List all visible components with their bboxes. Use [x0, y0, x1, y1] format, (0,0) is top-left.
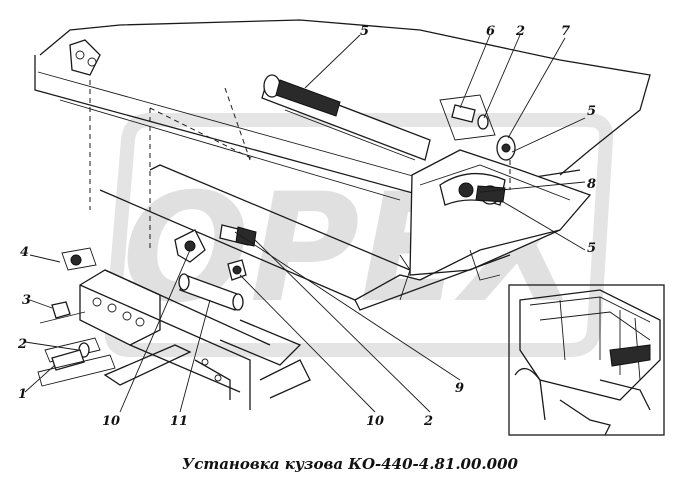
- hinge-shaft-top: [261, 74, 431, 161]
- fasteners-right: [439, 94, 516, 161]
- figure-caption: Установка кузова КО-440-4.81.00.000: [182, 455, 518, 473]
- callout-6: 6: [486, 24, 495, 39]
- body-floor: [99, 164, 511, 311]
- callout-9: 9: [455, 381, 464, 396]
- callout-2-bottom: 2: [423, 414, 433, 429]
- callout-5-right: 5: [587, 104, 596, 119]
- callout-2-left: 2: [17, 337, 27, 352]
- inset-truck-view: [508, 284, 665, 436]
- callout-8: 8: [587, 177, 596, 192]
- callout-5-lower: 5: [587, 241, 596, 256]
- leader-lines: [24, 34, 586, 413]
- callout-10-left: 10: [102, 414, 120, 429]
- frame-rail: [79, 269, 311, 410]
- callout-4: 4: [20, 245, 29, 260]
- callout-7: 7: [561, 24, 570, 39]
- guide-lines: [89, 80, 511, 250]
- lower-mount-assembly: [174, 224, 257, 311]
- callout-1: 1: [18, 387, 27, 402]
- callout-10-right: 10: [366, 414, 384, 429]
- callouts: 1 2 3 4 5 6 2 7 5 8 5 10 11 10 2 9: [17, 24, 596, 429]
- fasteners-left: [37, 247, 116, 387]
- callout-5-top: 5: [360, 24, 369, 39]
- callout-3: 3: [22, 293, 31, 308]
- callout-2-top: 2: [515, 24, 525, 39]
- callout-11: 11: [170, 414, 188, 429]
